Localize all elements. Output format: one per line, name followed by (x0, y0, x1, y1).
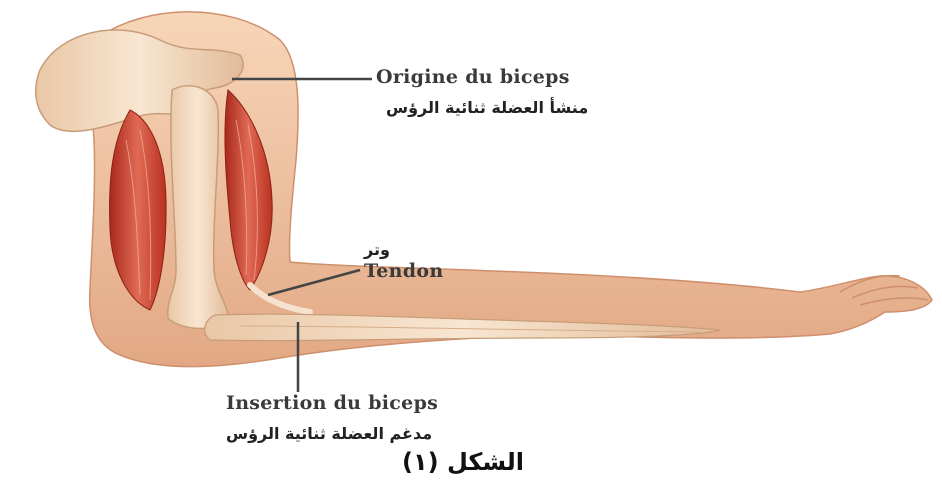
origin-label-fr: Origine du biceps (376, 66, 570, 88)
insertion-label-fr: Insertion du biceps (226, 392, 438, 414)
origin-label-ar: منشأ العضلة ثنائية الرؤس (386, 98, 588, 117)
tendon-label-fr: Tendon (364, 260, 443, 282)
tendon-label-ar: وتر (364, 240, 390, 259)
figure-caption: الشكل (١) (402, 448, 524, 476)
insertion-label-ar: مدغم العضلة ثنائية الرؤس (226, 424, 432, 443)
